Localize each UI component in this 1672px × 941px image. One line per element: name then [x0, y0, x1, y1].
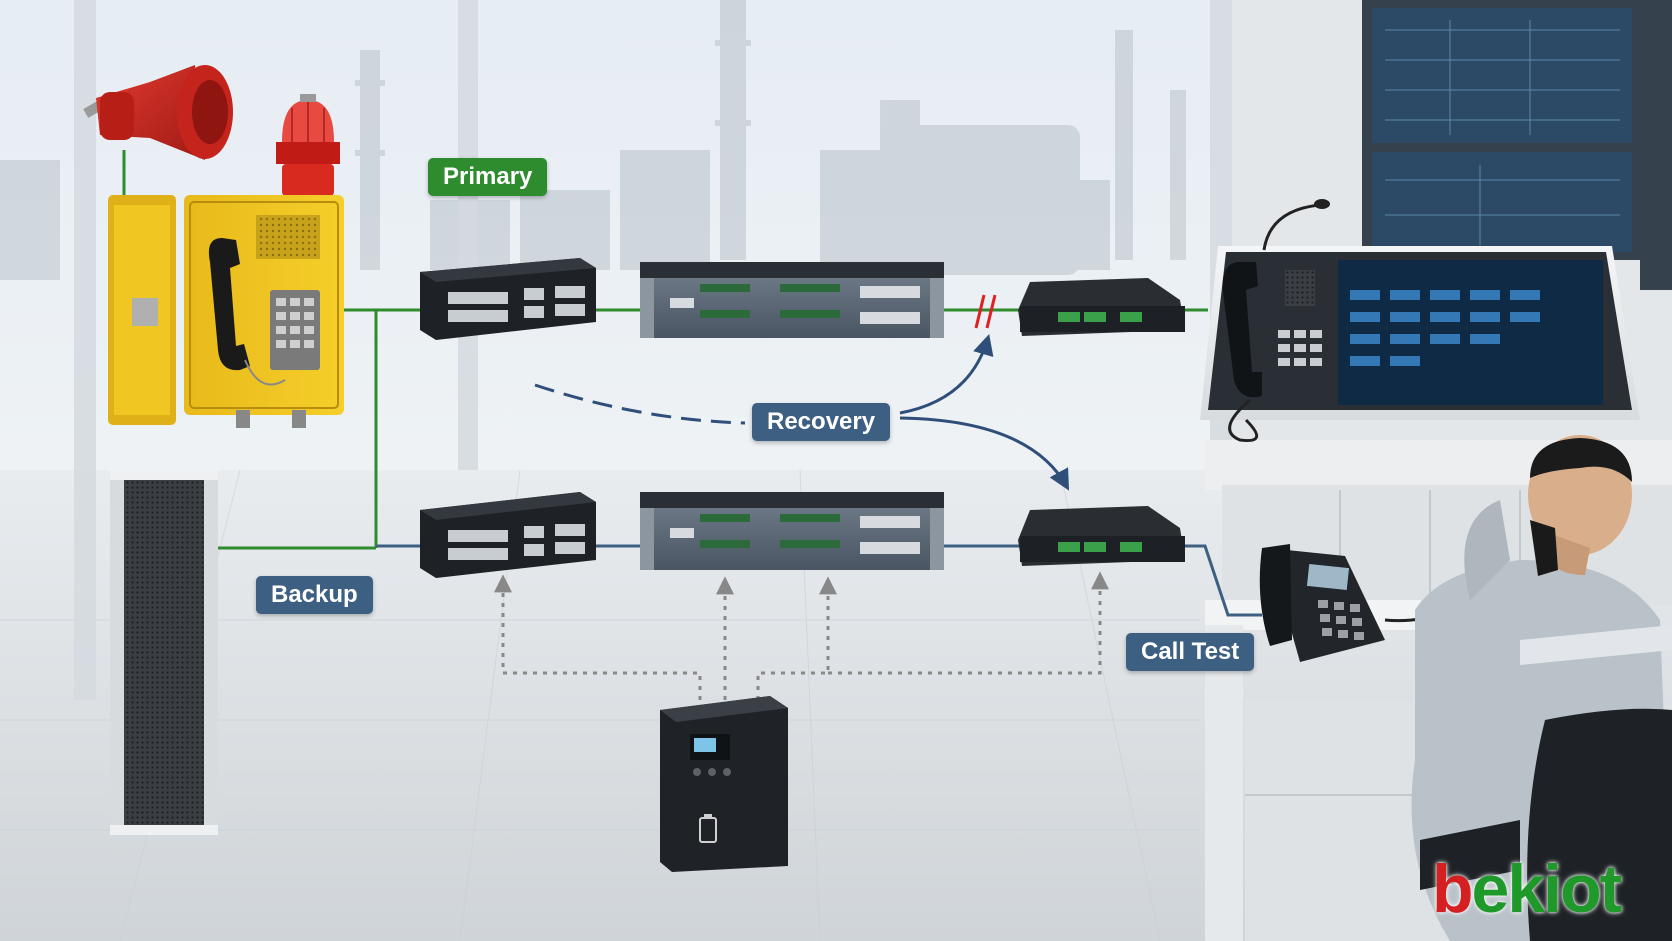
brand-logo-first-letter: b — [1432, 851, 1474, 927]
rack-gateway-icon — [640, 492, 944, 570]
power-distribution-lines — [494, 571, 1109, 700]
loudspeaker-horn-icon — [83, 65, 233, 160]
brand-logo-rest: ekiot — [1471, 851, 1623, 927]
ups-battery-icon — [660, 696, 788, 872]
refinery-background-icon — [0, 0, 1186, 280]
backup-connections — [376, 544, 1262, 617]
emergency-telephone-icon — [108, 195, 344, 428]
backup-label: Backup — [256, 576, 373, 614]
recovery-arrows — [534, 333, 1070, 491]
dispatch-console-icon — [1200, 199, 1640, 443]
network-switch-icon — [420, 492, 596, 578]
beacon-light-icon — [276, 94, 340, 196]
desk-phone-icon — [1259, 544, 1491, 662]
call-test-label: Call Test — [1126, 633, 1255, 671]
network-switch-icon — [420, 258, 596, 340]
column-speaker-icon — [110, 470, 218, 835]
recovery-label: Recovery — [752, 403, 891, 441]
link-break-icon — [974, 294, 997, 329]
primary-connections — [122, 150, 1208, 550]
brand-logo: bekiot — [1432, 850, 1623, 928]
voip-gateway-icon — [1018, 506, 1185, 566]
operator-icon — [1411, 435, 1672, 941]
primary-label: Primary — [428, 158, 548, 196]
wall-monitors-icon — [1362, 0, 1672, 290]
rack-gateway-icon — [640, 262, 944, 338]
office-chair-icon — [1420, 708, 1672, 941]
voip-gateway-icon — [1018, 278, 1185, 336]
